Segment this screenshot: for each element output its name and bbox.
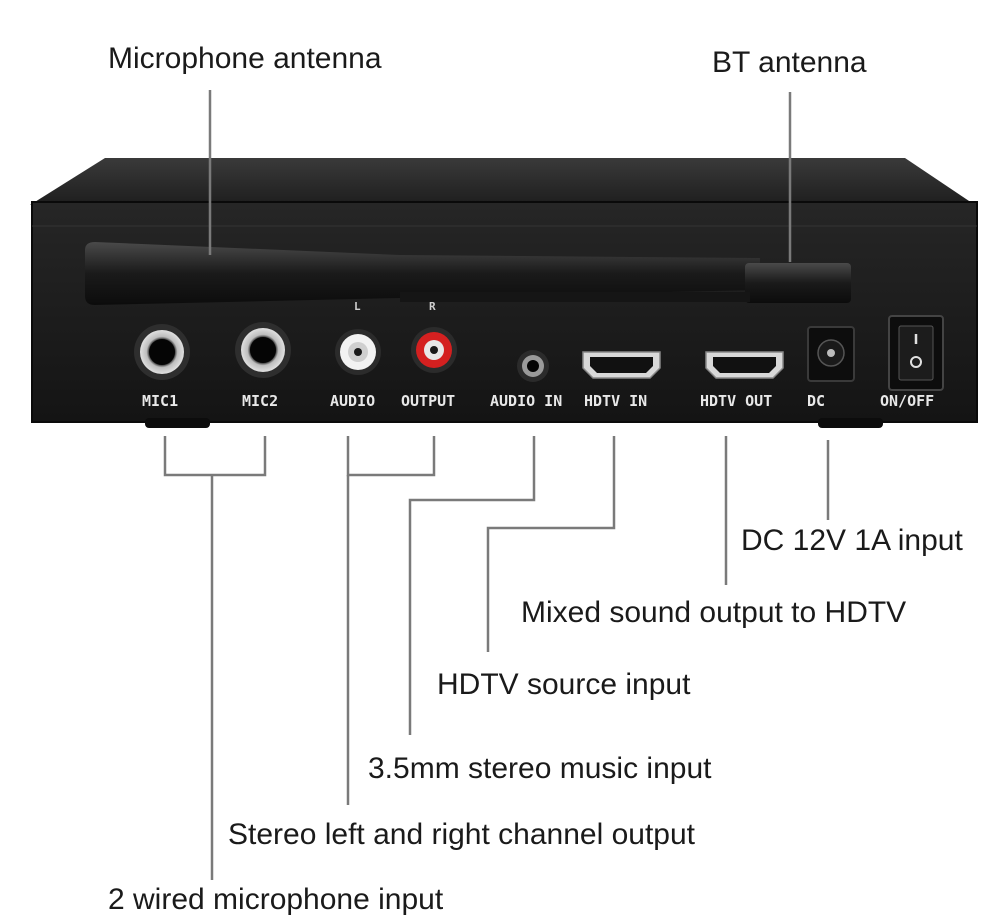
rca-left-marker: L: [354, 300, 361, 313]
rca-right-marker: R: [429, 300, 436, 313]
dc-power-jack[interactable]: [807, 326, 855, 382]
port-label-mic2: MIC2: [242, 392, 279, 410]
port-label-mic1: MIC1: [142, 392, 179, 410]
callout-stereo-music: 3.5mm stereo music input: [368, 752, 712, 785]
rca-left-white-jack[interactable]: [335, 329, 381, 375]
device-foot-left: [145, 418, 210, 428]
port-label-audio: AUDIO: [330, 392, 376, 410]
audio-in-3-5mm-jack[interactable]: [517, 350, 549, 382]
port-label-hdtv-in: HDTV IN: [584, 392, 648, 410]
bt-antenna: [745, 263, 851, 303]
port-label-audio-in: AUDIO IN: [490, 392, 563, 410]
callout-microphone-antenna: Microphone antenna: [108, 42, 382, 75]
device-foot-right: [818, 418, 883, 428]
callout-wired-mic: 2 wired microphone input: [108, 883, 444, 916]
callout-dc-input: DC 12V 1A input: [741, 524, 963, 557]
callout-bt-antenna: BT antenna: [712, 46, 867, 79]
device-back-panel: [31, 201, 978, 423]
callout-stereo-output: Stereo left and right channel output: [228, 818, 695, 851]
port-label-output: OUTPUT: [401, 392, 456, 410]
leader-lines: [163, 90, 830, 880]
callout-hdtv-source: HDTV source input: [437, 668, 691, 701]
power-switch[interactable]: [888, 315, 944, 391]
port-label-on-off: ON/OFF: [880, 392, 935, 410]
mic2-jack[interactable]: [235, 322, 291, 378]
port-label-dc: DC: [807, 392, 826, 410]
hdtv-in-port[interactable]: [582, 351, 661, 379]
port-label-hdtv-out: HDTV OUT: [700, 392, 773, 410]
rca-right-red-jack[interactable]: [411, 327, 457, 373]
device-top-panel: [30, 158, 975, 205]
hdtv-out-port[interactable]: [705, 351, 784, 379]
mic1-jack[interactable]: [134, 324, 190, 380]
microphone-antenna: [85, 242, 760, 305]
callout-mixed-output: Mixed sound output to HDTV: [521, 596, 907, 629]
